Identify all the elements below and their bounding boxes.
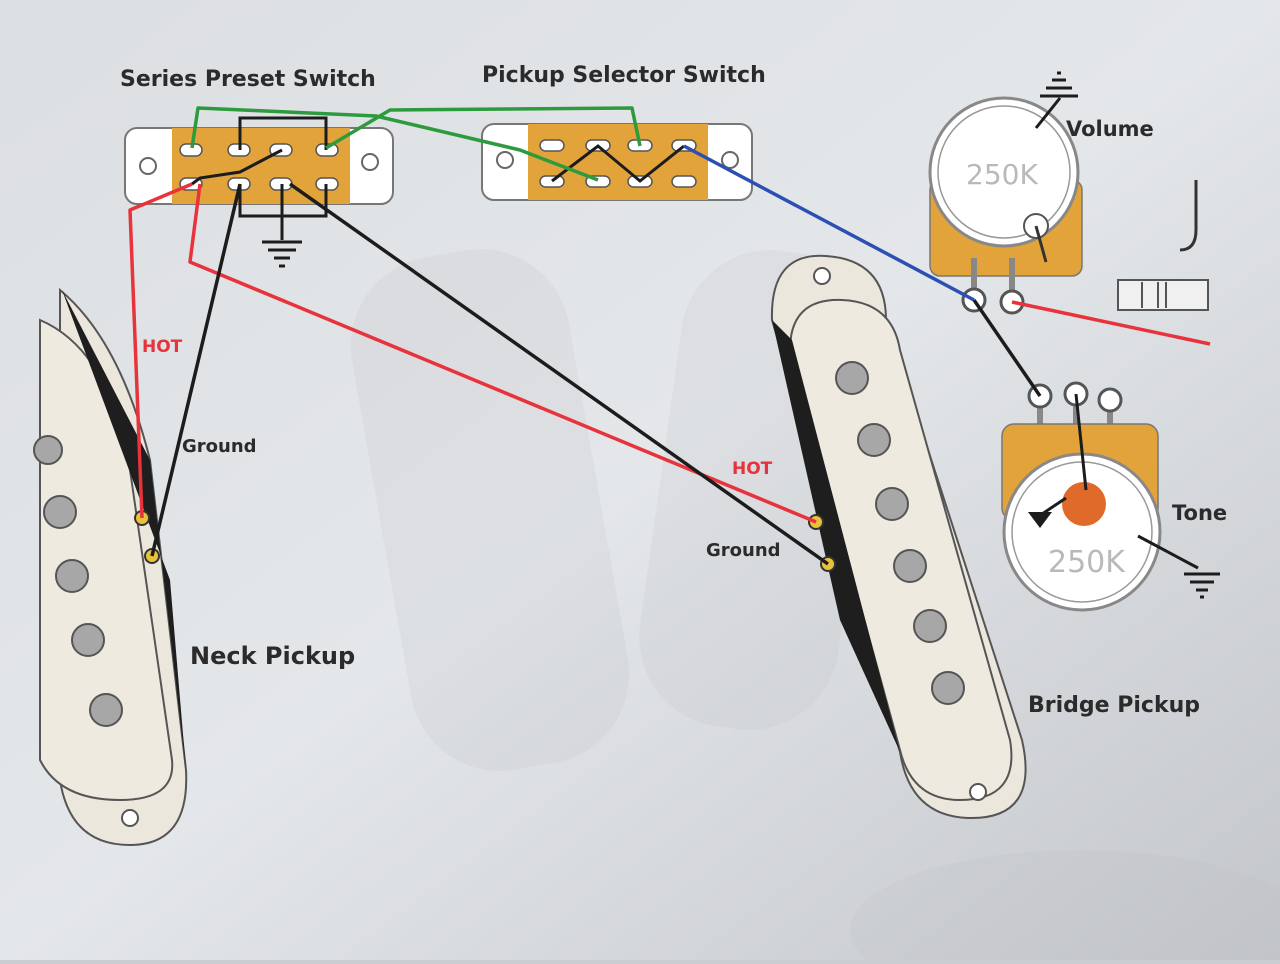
tone-value: 250K <box>1048 545 1126 580</box>
tone-pot <box>1001 381 1220 612</box>
tone-capacitor <box>1062 482 1106 526</box>
neck-pole-pieces <box>33 435 123 727</box>
bridge-hot-wire <box>188 183 817 524</box>
series-switch-label: Series Preset Switch <box>120 67 376 92</box>
volume-output-wire <box>1011 300 1211 346</box>
tone-pot-face <box>1002 452 1162 612</box>
bridge-pole-pieces <box>835 361 965 705</box>
neck-ground-wire <box>150 183 242 557</box>
volume-tone-wire <box>972 299 1042 397</box>
blue-wire <box>683 144 975 302</box>
neck-pickup-label: Neck Pickup <box>190 642 355 670</box>
green-wire-1 <box>190 106 599 182</box>
selector-switch-label: Pickup Selector Switch <box>482 63 766 88</box>
neck-ground-label: Ground <box>182 436 257 457</box>
neck-pickup <box>33 287 188 847</box>
neck-hot-label: HOT <box>142 337 183 357</box>
bridge-hot-label: HOT <box>732 459 773 479</box>
output-jack <box>1117 180 1209 311</box>
bridge-ground-wire <box>288 182 830 566</box>
series-switch-screw-left <box>139 157 157 175</box>
series-switch-body <box>172 128 350 204</box>
volume-label: Volume <box>1066 117 1154 141</box>
bridge-pickup-label: Bridge Pickup <box>1028 693 1200 718</box>
wires <box>128 106 1211 566</box>
tone-label: Tone <box>1172 501 1227 525</box>
neck-hot-wire <box>128 182 193 519</box>
series-switch-screw-right <box>361 153 379 171</box>
volume-value: 250K <box>966 158 1038 191</box>
bridge-ground-label: Ground <box>706 540 781 561</box>
bridge-pickup <box>770 254 1027 820</box>
volume-pot-face <box>928 96 1080 248</box>
green-wire-2 <box>325 106 642 150</box>
series-ground-symbol <box>262 240 302 268</box>
volume-pot <box>928 71 1083 315</box>
volume-arrow <box>1034 97 1062 129</box>
